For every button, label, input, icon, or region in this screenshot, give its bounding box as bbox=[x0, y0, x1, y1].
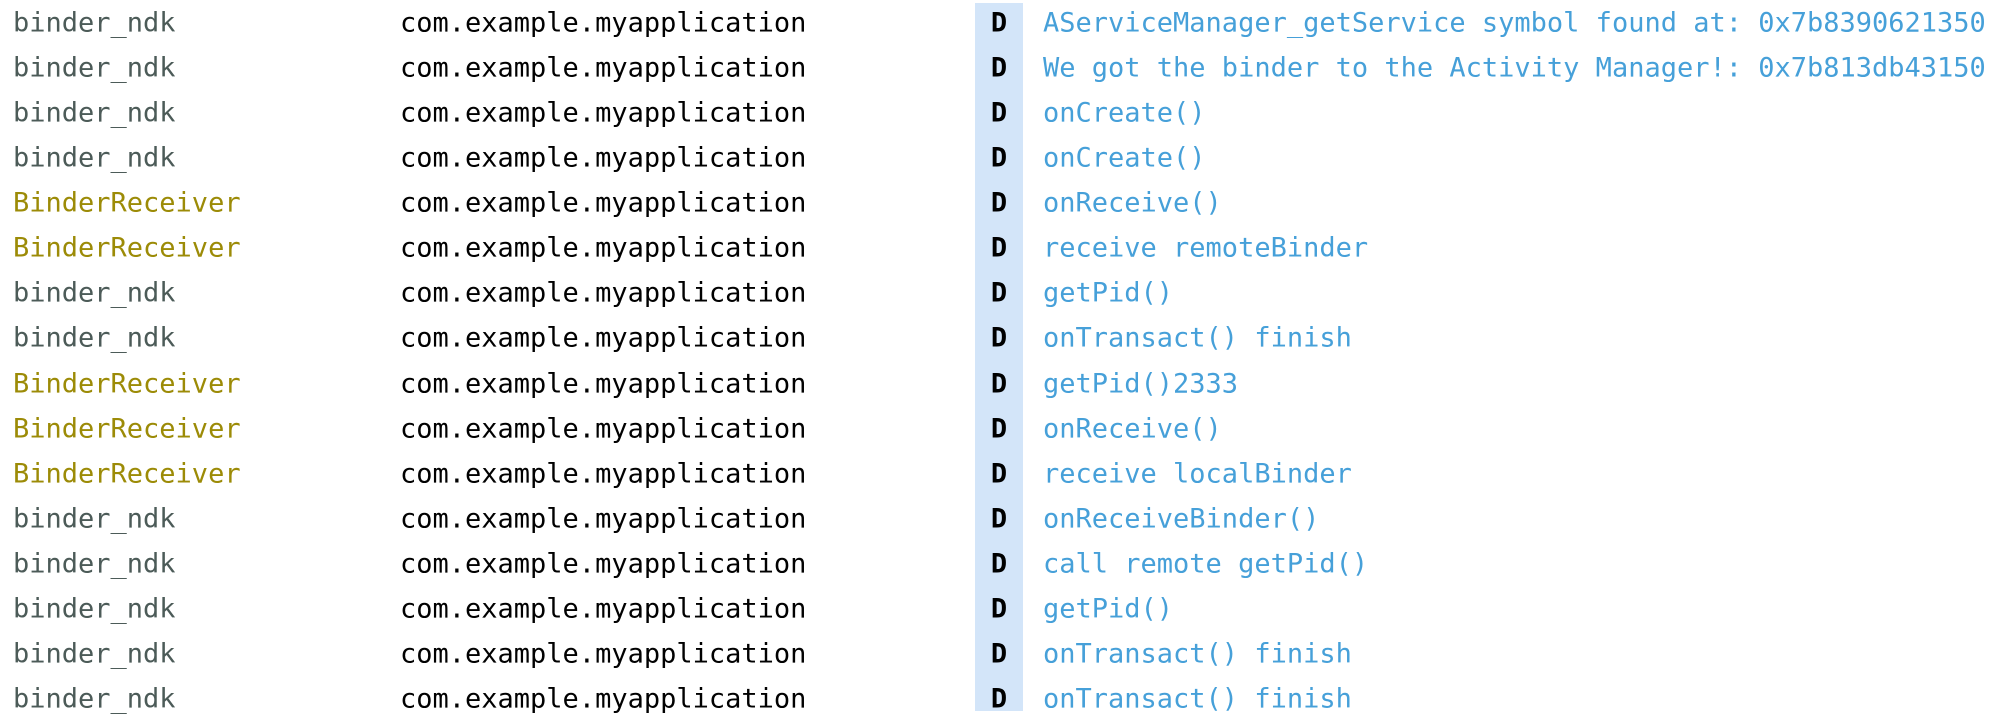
log-package: com.example.myapplication bbox=[400, 593, 807, 625]
log-package: com.example.myapplication bbox=[400, 683, 807, 715]
log-message: onCreate() bbox=[1043, 97, 1206, 129]
log-row[interactable]: binder_ndk com.example.myapplication D c… bbox=[0, 542, 1993, 587]
log-level-badge: D bbox=[990, 97, 1008, 129]
log-level-badge: D bbox=[990, 52, 1008, 84]
log-tag: binder_ndk bbox=[13, 277, 176, 309]
log-row[interactable]: binder_ndk com.example.myapplication D o… bbox=[0, 632, 1993, 677]
log-tag: binder_ndk bbox=[13, 503, 176, 535]
log-tag: binder_ndk bbox=[13, 7, 176, 39]
log-level-badge: D bbox=[990, 142, 1008, 174]
log-message: onTransact() finish bbox=[1043, 322, 1352, 354]
log-message: We got the binder to the Activity Manage… bbox=[1043, 52, 1986, 84]
log-row[interactable]: binder_ndk com.example.myapplication D o… bbox=[0, 496, 1993, 541]
log-tag: binder_ndk bbox=[13, 322, 176, 354]
log-message: getPid()2333 bbox=[1043, 368, 1239, 400]
log-package: com.example.myapplication bbox=[400, 52, 807, 84]
log-row[interactable]: BinderReceiver com.example.myapplication… bbox=[0, 361, 1993, 406]
log-package: com.example.myapplication bbox=[400, 7, 807, 39]
log-message: onReceive() bbox=[1043, 187, 1222, 219]
log-package: com.example.myapplication bbox=[400, 142, 807, 174]
log-tag: BinderReceiver bbox=[13, 458, 241, 490]
log-package: com.example.myapplication bbox=[400, 548, 807, 580]
log-package: com.example.myapplication bbox=[400, 458, 807, 490]
log-message: onCreate() bbox=[1043, 142, 1206, 174]
log-message: onTransact() finish bbox=[1043, 638, 1352, 670]
log-row[interactable]: BinderReceiver com.example.myapplication… bbox=[0, 226, 1993, 271]
log-tag: binder_ndk bbox=[13, 97, 176, 129]
log-package: com.example.myapplication bbox=[400, 277, 807, 309]
log-row[interactable]: binder_ndk com.example.myapplication D o… bbox=[0, 316, 1993, 361]
log-level-column-band bbox=[975, 3, 1023, 711]
log-package: com.example.myapplication bbox=[400, 368, 807, 400]
log-row[interactable]: binder_ndk com.example.myapplication D A… bbox=[0, 0, 1993, 45]
log-level-badge: D bbox=[990, 683, 1008, 715]
log-level-badge: D bbox=[990, 187, 1008, 219]
log-package: com.example.myapplication bbox=[400, 97, 807, 129]
log-message: getPid() bbox=[1043, 277, 1174, 309]
log-message: onReceiveBinder() bbox=[1043, 503, 1320, 535]
log-package: com.example.myapplication bbox=[400, 503, 807, 535]
log-message: onReceive() bbox=[1043, 413, 1222, 445]
log-row[interactable]: BinderReceiver com.example.myapplication… bbox=[0, 181, 1993, 226]
log-row[interactable]: binder_ndk com.example.myapplication D o… bbox=[0, 677, 1993, 722]
log-tag: binder_ndk bbox=[13, 683, 176, 715]
log-level-badge: D bbox=[990, 277, 1008, 309]
log-row[interactable]: BinderReceiver com.example.myapplication… bbox=[0, 406, 1993, 451]
log-message: getPid() bbox=[1043, 593, 1174, 625]
log-tag: binder_ndk bbox=[13, 548, 176, 580]
log-package: com.example.myapplication bbox=[400, 322, 807, 354]
log-tag: binder_ndk bbox=[13, 593, 176, 625]
log-tag: binder_ndk bbox=[13, 52, 176, 84]
log-level-badge: D bbox=[990, 638, 1008, 670]
log-row[interactable]: binder_ndk com.example.myapplication D g… bbox=[0, 271, 1993, 316]
log-row[interactable]: binder_ndk com.example.myapplication D W… bbox=[0, 45, 1993, 90]
log-tag: BinderReceiver bbox=[13, 413, 241, 445]
log-package: com.example.myapplication bbox=[400, 232, 807, 264]
log-message: onTransact() finish bbox=[1043, 683, 1352, 715]
log-level-badge: D bbox=[990, 368, 1008, 400]
log-tag: binder_ndk bbox=[13, 142, 176, 174]
log-package: com.example.myapplication bbox=[400, 187, 807, 219]
log-message: call remote getPid() bbox=[1043, 548, 1369, 580]
log-level-badge: D bbox=[990, 232, 1008, 264]
log-level-badge: D bbox=[990, 322, 1008, 354]
log-package: com.example.myapplication bbox=[400, 638, 807, 670]
log-tag: BinderReceiver bbox=[13, 187, 241, 219]
log-row[interactable]: binder_ndk com.example.myapplication D o… bbox=[0, 135, 1993, 180]
log-tag: BinderReceiver bbox=[13, 232, 241, 264]
log-level-badge: D bbox=[990, 548, 1008, 580]
log-row[interactable]: binder_ndk com.example.myapplication D g… bbox=[0, 587, 1993, 632]
log-tag: binder_ndk bbox=[13, 638, 176, 670]
log-level-badge: D bbox=[990, 413, 1008, 445]
log-row[interactable]: BinderReceiver com.example.myapplication… bbox=[0, 451, 1993, 496]
log-level-badge: D bbox=[990, 593, 1008, 625]
log-level-badge: D bbox=[990, 7, 1008, 39]
log-package: com.example.myapplication bbox=[400, 413, 807, 445]
log-message: receive localBinder bbox=[1043, 458, 1352, 490]
log-message: receive remoteBinder bbox=[1043, 232, 1369, 264]
log-level-badge: D bbox=[990, 503, 1008, 535]
log-level-badge: D bbox=[990, 458, 1008, 490]
log-message: AServiceManager_getService symbol found … bbox=[1043, 7, 1986, 39]
log-row[interactable]: binder_ndk com.example.myapplication D o… bbox=[0, 90, 1993, 135]
log-tag: BinderReceiver bbox=[13, 368, 241, 400]
